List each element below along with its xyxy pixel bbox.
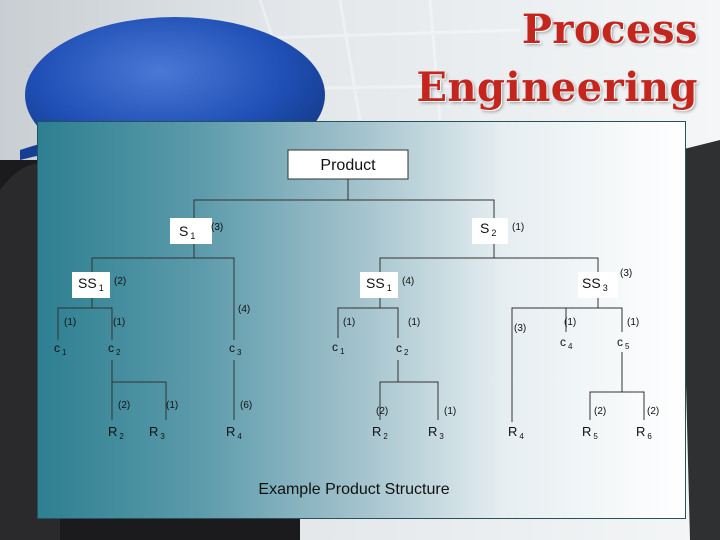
ss1-left-box — [72, 272, 110, 298]
c3-qty: (4) — [238, 304, 250, 315]
ss1-left-qty: (2) — [114, 276, 126, 287]
slide-title-line1: Process — [521, 6, 698, 53]
s2-box — [472, 218, 508, 244]
r3-left-qty: (1) — [166, 400, 178, 411]
r2-mid-qty: (2) — [376, 406, 388, 417]
s1-qty: (3) — [211, 222, 223, 233]
s2-qty: (1) — [512, 222, 524, 233]
r6-qty: (2) — [647, 406, 659, 417]
slide-title-line2: Engineering — [416, 64, 698, 111]
c4-qty: (1) — [564, 317, 576, 328]
r5-qty: (2) — [594, 406, 606, 417]
ss3-qty: (3) — [620, 268, 632, 279]
r4-left-qty: (6) — [240, 400, 252, 411]
r2-left-qty: (2) — [118, 400, 130, 411]
r4-right-qty: (3) — [514, 323, 526, 334]
product-box — [287, 149, 409, 180]
c5-qty: (1) — [627, 317, 639, 328]
connector-lines — [57, 179, 645, 422]
c1-left-qty: (1) — [64, 317, 76, 328]
ss1-right-box — [360, 272, 398, 298]
r3-mid-qty: (1) — [444, 406, 456, 417]
diagram-panel — [37, 121, 686, 519]
c2-left-qty: (1) — [113, 317, 125, 328]
c1-mid-qty: (1) — [343, 317, 355, 328]
diagram-caption: Example Product Structure — [258, 481, 449, 498]
ss1-right-qty: (4) — [402, 276, 414, 287]
s1-box — [170, 218, 212, 244]
product-label: Product — [320, 157, 376, 174]
ss3-box — [578, 272, 618, 298]
c2-mid-qty: (1) — [408, 317, 420, 328]
